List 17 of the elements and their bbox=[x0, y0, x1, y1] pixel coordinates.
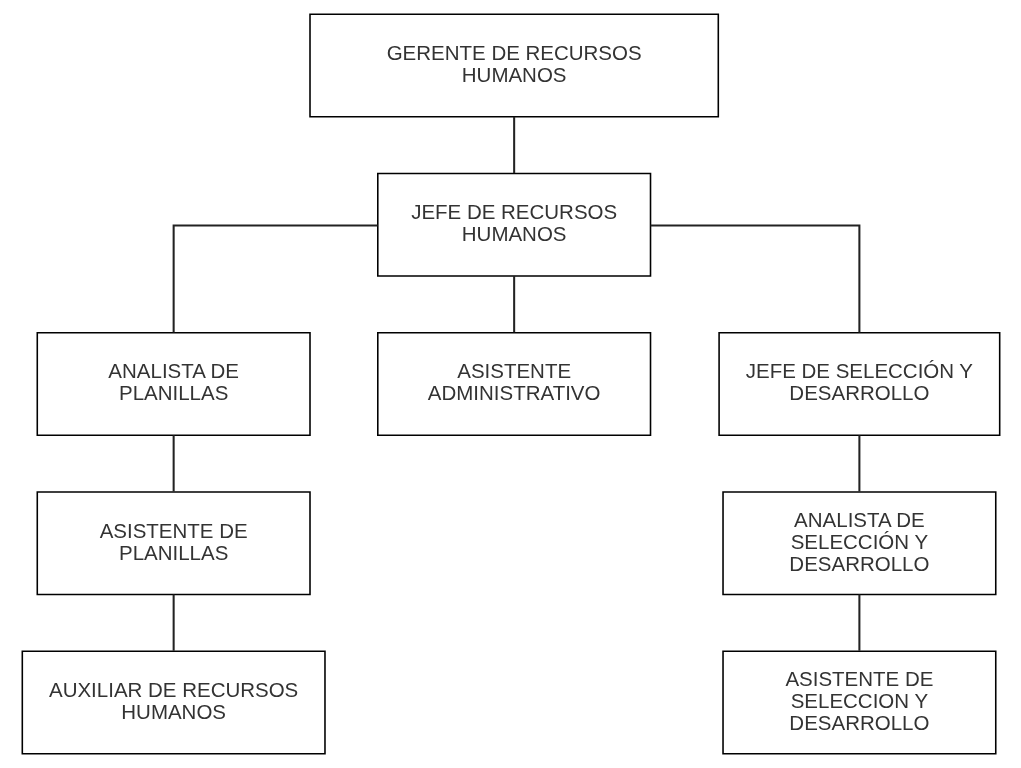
connector bbox=[172, 224, 378, 333]
connector bbox=[512, 276, 515, 333]
connector bbox=[172, 435, 175, 492]
node-box: ANALISTA DE PLANILLAS bbox=[36, 331, 311, 437]
connector bbox=[857, 435, 860, 492]
node-box: JEFE DE SELECCIÓN Y DESARROLLO bbox=[717, 331, 1000, 437]
node-box: ASISTENTE DE SELECCION Y DESARROLLO bbox=[721, 650, 997, 755]
connector bbox=[857, 594, 860, 651]
node-box: ASISTENTE ADMINISTRATIVO bbox=[376, 331, 651, 437]
connector bbox=[172, 594, 175, 651]
node-box: ANALISTA DE SELECCIÓN Y DESARROLLO bbox=[721, 491, 997, 596]
node-box: JEFE DE RECURSOS HUMANOS bbox=[376, 172, 651, 277]
node-box: AUXILIAR DE RECURSOS HUMANOS bbox=[21, 650, 326, 755]
node-box: GERENTE DE RECURSOS HUMANOS bbox=[308, 13, 719, 118]
node-box: ASISTENTE DE PLANILLAS bbox=[36, 491, 311, 596]
connector bbox=[650, 224, 860, 333]
connector bbox=[512, 116, 515, 174]
